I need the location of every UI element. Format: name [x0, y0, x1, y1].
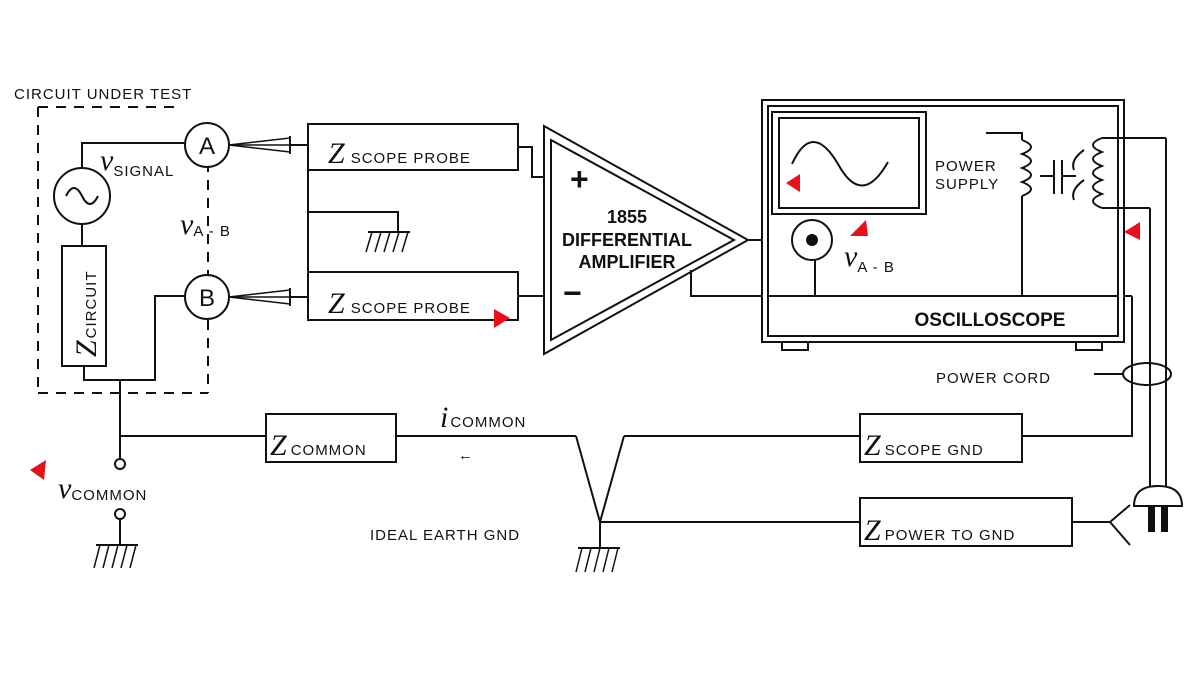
v-ab-right-var: v	[844, 240, 858, 273]
amp-plus-sign: +	[570, 161, 589, 197]
probe-bottom-sub: SCOPE PROBE	[351, 300, 471, 317]
oscilloscope	[761, 99, 1125, 351]
z-circuit-component	[61, 245, 185, 381]
v-signal-label: vSIGNAL	[100, 144, 174, 180]
z-scope-probe-bottom-label: Z SCOPE PROBE	[328, 287, 471, 320]
red-marker-screen	[786, 174, 800, 192]
power-plug	[1072, 484, 1184, 546]
ideal-earth-gnd	[575, 435, 860, 573]
red-marker-common	[30, 460, 46, 480]
power-cord-wires	[1022, 138, 1172, 490]
red-marker-power	[1124, 222, 1140, 240]
z-power-gnd-z: Z	[864, 514, 881, 547]
i-common-arrow: ←	[458, 447, 474, 464]
node-b-label: B	[199, 285, 215, 312]
z-circuit-z: Z	[70, 340, 103, 357]
amp-label-line1: 1855	[607, 207, 647, 227]
v-ab-right-sub: A - B	[857, 259, 895, 276]
z-common-component	[265, 413, 576, 463]
amp-minus-sign: −	[563, 275, 582, 311]
z-common-sub: COMMON	[291, 442, 367, 459]
oscilloscope-label: OSCILLOSCOPE	[915, 310, 1066, 331]
z-scope-probe-bottom	[307, 271, 548, 321]
probe-tip-top	[228, 136, 308, 154]
v-common-label: vCOMMON	[58, 472, 147, 505]
v-ab-left-var: v	[180, 208, 194, 241]
amp-label-line3: AMPLIFIER	[579, 252, 676, 272]
probe-bottom-z: Z	[328, 287, 345, 320]
z-scope-probe-top-label: Z SCOPE PROBE	[328, 137, 471, 170]
v-common-sub: COMMON	[71, 487, 147, 504]
power-cord-label: POWER CORD	[936, 370, 1051, 387]
probe-top-sub: SCOPE PROBE	[351, 150, 471, 167]
ideal-earth-gnd-label: IDEAL EARTH GND	[370, 527, 520, 544]
z-common-z: Z	[270, 429, 287, 462]
z-circuit-sub: CIRCUIT	[83, 270, 100, 338]
z-scope-gnd-z: Z	[864, 429, 881, 462]
node-a-label: A	[199, 133, 215, 160]
probe-tip-bottom	[228, 288, 308, 306]
probe-ground-connection	[307, 170, 410, 272]
circuit-under-test-label: CIRCUIT UNDER TEST	[14, 86, 192, 103]
red-marker-jack	[850, 220, 868, 236]
v-ab-left-label: vA - B	[180, 208, 231, 241]
v-ab-left-sub: A - B	[193, 223, 231, 240]
amp-label-line2: DIFFERENTIAL	[562, 230, 692, 250]
power-supply-transformer	[986, 132, 1166, 296]
i-common-var: i	[440, 401, 448, 434]
z-scope-probe-top	[307, 123, 548, 178]
z-scope-gnd-sub: SCOPE GND	[885, 442, 984, 459]
probe-top-z: Z	[328, 137, 345, 170]
v-signal-var: v	[100, 144, 114, 177]
signal-source	[53, 142, 185, 246]
z-circuit-label: Z CIRCUIT	[70, 270, 103, 357]
power-supply-label-line1: POWER	[935, 158, 997, 175]
z-power-to-gnd-component	[859, 497, 1073, 547]
common-wiring	[93, 380, 266, 569]
z-scope-gnd-component	[859, 413, 1023, 463]
differential-amplifier	[543, 124, 751, 356]
v-signal-sub: SIGNAL	[113, 163, 174, 180]
z-power-gnd-sub: POWER TO GND	[885, 527, 1016, 544]
red-marker-probe	[494, 309, 510, 328]
circuit-under-test-boundary	[37, 106, 209, 394]
i-common-sub: COMMON	[450, 414, 526, 431]
v-common-var: v	[58, 472, 72, 505]
power-supply-label-line2: SUPPLY	[935, 176, 999, 193]
v-ab-right-label: vA - B	[844, 240, 895, 276]
